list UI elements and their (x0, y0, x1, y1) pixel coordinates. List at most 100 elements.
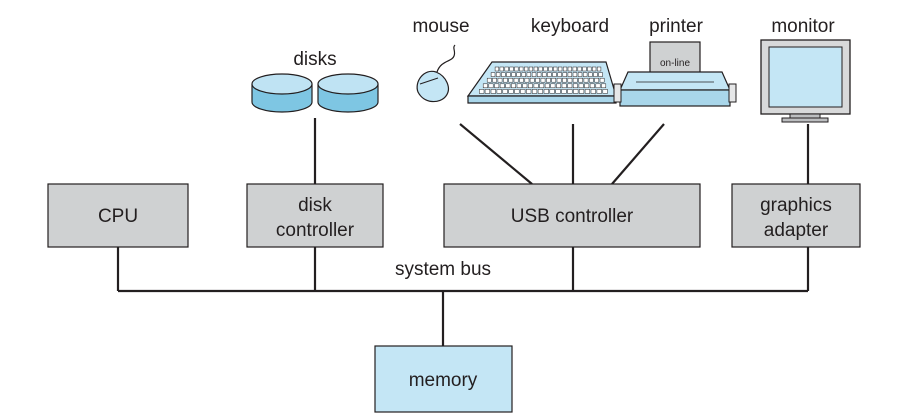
key (531, 89, 538, 94)
key (602, 89, 608, 94)
key (550, 83, 556, 89)
printer-panel-text: on-line (660, 58, 690, 69)
key (588, 72, 593, 77)
graphics-adapter-label-line2: adapter (764, 220, 829, 241)
monitor-icon (760, 39, 851, 123)
monitor-label: monitor (771, 16, 835, 37)
key (521, 72, 526, 77)
key (519, 77, 524, 83)
key (514, 89, 520, 94)
key (572, 72, 578, 77)
key (520, 89, 526, 94)
key (528, 66, 534, 72)
key (552, 72, 557, 77)
key (548, 66, 553, 72)
key (596, 66, 602, 72)
key (501, 72, 506, 77)
mouse-link (459, 123, 533, 185)
key (584, 89, 591, 94)
key (519, 66, 524, 72)
key (482, 83, 488, 89)
keyboard-label: keyboard (531, 16, 609, 37)
key (511, 72, 516, 77)
key (536, 72, 542, 77)
key (538, 66, 543, 72)
key (562, 72, 567, 77)
key (542, 72, 547, 77)
key (529, 77, 535, 83)
key (492, 77, 497, 83)
key (488, 83, 494, 89)
key (509, 66, 514, 72)
key (504, 66, 509, 72)
key (578, 77, 583, 83)
key (584, 83, 590, 89)
key (553, 66, 558, 72)
graphics-adapter-label-line1: graphics (760, 195, 832, 216)
printer-link (611, 123, 665, 185)
keyboard-keys (479, 66, 608, 94)
key (577, 66, 582, 72)
key (588, 77, 594, 83)
key (561, 83, 567, 89)
disks-label: disks (293, 49, 336, 70)
system-bus-label: system bus (395, 259, 491, 280)
key (508, 77, 514, 83)
key (490, 89, 496, 94)
key (583, 77, 589, 83)
disk-icon (317, 73, 379, 113)
disk-controller-label-line2: controller (276, 220, 355, 241)
key (562, 66, 568, 72)
key (557, 72, 562, 77)
key (526, 72, 532, 77)
key (567, 77, 573, 83)
key (495, 72, 501, 77)
key (577, 72, 583, 77)
key (499, 83, 505, 89)
key (572, 83, 578, 89)
usb-controller-label: USB controller (511, 206, 634, 227)
key (497, 77, 503, 83)
key (592, 66, 597, 72)
key (587, 66, 592, 72)
printer-label: printer (649, 16, 704, 37)
key (590, 89, 596, 94)
key (578, 83, 584, 89)
key (490, 72, 496, 77)
mouse-icon (416, 44, 456, 103)
key (526, 89, 532, 94)
key (601, 83, 607, 89)
key (506, 72, 511, 77)
key (505, 83, 511, 89)
key (508, 89, 514, 94)
key (556, 83, 562, 89)
key (562, 77, 567, 83)
key (598, 72, 603, 77)
key (567, 89, 573, 94)
key (546, 77, 551, 83)
key (556, 77, 562, 83)
key (567, 66, 572, 72)
key (567, 72, 573, 77)
key (524, 77, 530, 83)
cpu-box: CPU (47, 183, 189, 248)
disk-controller-box: disk controller (246, 183, 384, 248)
key (555, 89, 561, 94)
key (567, 83, 573, 89)
key (596, 89, 602, 94)
key (514, 66, 519, 72)
key (516, 72, 521, 77)
key (599, 77, 605, 83)
key (533, 66, 538, 72)
usb-controller-box: USB controller (443, 183, 701, 248)
key (572, 77, 578, 83)
key (494, 66, 500, 72)
key (547, 72, 552, 77)
disk-controller-label-line1: disk (298, 195, 332, 216)
key (516, 83, 522, 89)
key (513, 77, 519, 83)
key (543, 66, 548, 72)
key (535, 77, 540, 83)
key (549, 89, 555, 94)
